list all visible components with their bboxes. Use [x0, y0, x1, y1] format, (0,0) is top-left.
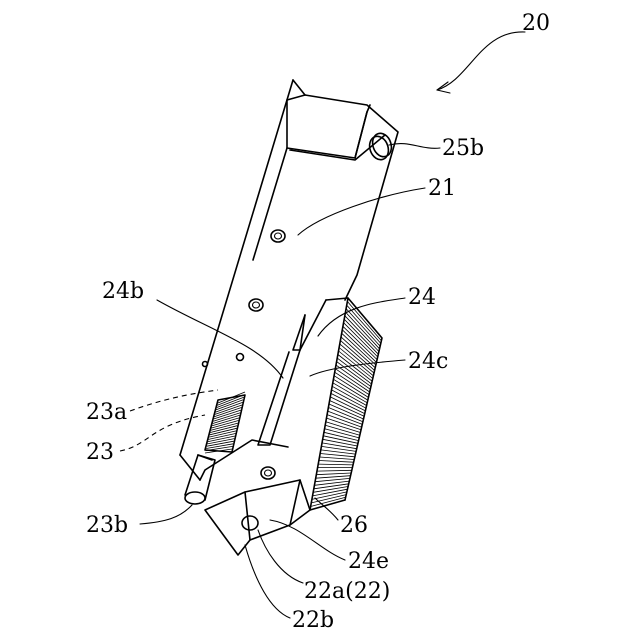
leader-26	[315, 498, 338, 520]
serration-tooth	[328, 408, 363, 422]
spring-coil	[206, 444, 233, 449]
serration-tooth	[347, 305, 381, 343]
leader-20	[437, 32, 525, 90]
leader-21	[298, 188, 425, 235]
label-23a: 23a	[86, 400, 127, 425]
serration-tooth	[313, 487, 348, 493]
serration-tooth	[323, 439, 358, 446]
label-24e: 24e	[348, 549, 389, 574]
label-25b: 25b	[442, 136, 484, 161]
body-holes	[203, 230, 286, 479]
serration-tooth	[315, 478, 350, 481]
serration-tooth	[346, 309, 380, 347]
label-24b: 24b	[102, 279, 144, 304]
serrations-24c	[310, 298, 382, 510]
serration-tooth	[316, 473, 351, 475]
leader-lines	[120, 32, 525, 618]
reference-labels: 20 25b 21 24b 24 24c 23a 23 23b 26 24e 2…	[86, 11, 550, 633]
leader-23	[120, 415, 205, 451]
leader-22a	[258, 530, 303, 583]
label-23: 23	[86, 440, 114, 465]
label-21: 21	[428, 176, 456, 201]
plate-24	[300, 298, 382, 510]
spring-coil	[206, 446, 233, 450]
label-23b: 23b	[86, 513, 128, 538]
leader-23b	[140, 505, 192, 524]
label-24c: 24c	[408, 349, 448, 374]
serration-tooth	[316, 476, 351, 479]
leader-23a	[130, 390, 218, 411]
leader-25b	[389, 144, 440, 149]
serration-tooth	[317, 470, 352, 471]
leader-24	[318, 298, 405, 336]
spring-coil	[213, 415, 240, 423]
serration-tooth	[318, 464, 353, 465]
leader-24e	[270, 520, 345, 560]
serration-tooth	[327, 415, 362, 428]
serration-tooth	[320, 454, 355, 457]
lower-block-22	[200, 440, 310, 555]
label-22a: 22a(22)	[304, 579, 390, 604]
label-22b: 22b	[292, 608, 334, 633]
serration-tooth	[320, 457, 355, 460]
serration-tooth	[330, 397, 364, 414]
serration-tooth	[322, 443, 357, 449]
label-20: 20	[522, 11, 550, 36]
serration-tooth	[319, 461, 354, 463]
serration-tooth	[337, 358, 371, 384]
serration-tooth	[346, 312, 380, 349]
label-24: 24	[408, 285, 436, 310]
slot-24b	[258, 315, 305, 445]
serration-tooth	[347, 302, 381, 341]
cap-hole-22a	[242, 516, 258, 530]
spring-coil	[218, 392, 245, 403]
label-26: 26	[340, 513, 368, 538]
leader-24b	[157, 300, 283, 378]
spring-coil	[207, 441, 234, 446]
leader-22b	[245, 545, 290, 618]
